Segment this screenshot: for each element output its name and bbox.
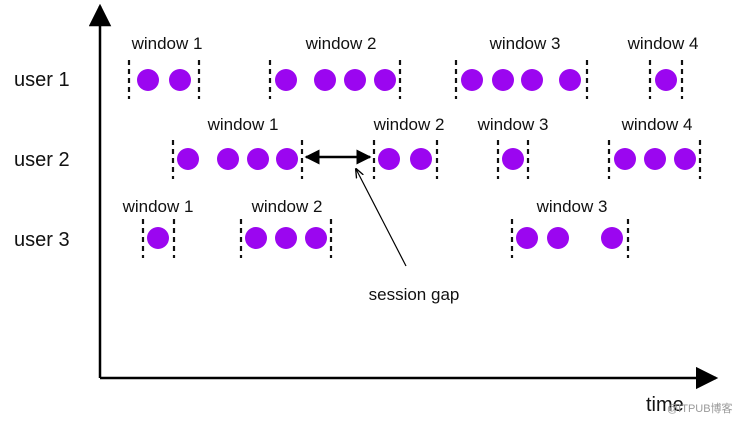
event-dot	[169, 69, 191, 91]
event-dot	[614, 148, 636, 170]
event-dot	[217, 148, 239, 170]
event-dot	[655, 69, 677, 91]
window-label-u1-w1: window 1	[131, 34, 203, 53]
window-u3-w2	[239, 219, 333, 258]
event-dot	[410, 148, 432, 170]
event-dot	[374, 69, 396, 91]
window-label-u2-w1: window 1	[207, 115, 279, 134]
window-u2-w3	[496, 140, 530, 179]
window-u1-w1	[127, 60, 201, 99]
event-dot	[314, 69, 336, 91]
event-dot	[492, 69, 514, 91]
window-label-u2-w2: window 2	[373, 115, 445, 134]
x-axis-label: time	[646, 394, 684, 416]
window-u1-w3	[454, 60, 589, 99]
window-label-u3-w1: window 1	[122, 197, 194, 216]
row-label-user-3: user 3	[14, 229, 70, 251]
event-dot	[275, 227, 297, 249]
window-u1-w4	[648, 60, 684, 99]
event-dot	[305, 227, 327, 249]
event-dot	[147, 227, 169, 249]
window-u3-w1	[141, 219, 176, 258]
window-label-u3-w2: window 2	[251, 197, 323, 216]
event-dot	[559, 69, 581, 91]
window-u2-w1	[171, 140, 304, 179]
window-u3-w3	[510, 219, 630, 258]
event-dot	[502, 148, 524, 170]
window-u2-w4	[607, 140, 702, 179]
watermark-text: @ITPUB博客	[667, 401, 733, 415]
window-label-u3-w3: window 3	[536, 197, 608, 216]
event-dot	[378, 148, 400, 170]
event-dot	[674, 148, 696, 170]
event-dot	[516, 227, 538, 249]
event-dot	[644, 148, 666, 170]
event-dot	[547, 227, 569, 249]
event-dot	[461, 69, 483, 91]
window-label-u1-w4: window 4	[627, 34, 699, 53]
event-dot	[601, 227, 623, 249]
window-u2-w2	[372, 140, 439, 179]
event-dot	[137, 69, 159, 91]
event-dot	[177, 148, 199, 170]
event-dot	[276, 148, 298, 170]
event-dot	[247, 148, 269, 170]
window-label-u2-w3: window 3	[477, 115, 549, 134]
event-dot	[521, 69, 543, 91]
session-gap-label: session gap	[369, 285, 460, 304]
window-label-u1-w3: window 3	[489, 34, 561, 53]
event-dot	[245, 227, 267, 249]
row-label-user-1: user 1	[14, 69, 70, 91]
session-gap-pointer-arrow	[356, 169, 407, 267]
row-label-user-2: user 2	[14, 149, 70, 171]
window-label-u2-w4: window 4	[621, 115, 693, 134]
event-dot	[275, 69, 297, 91]
window-label-u1-w2: window 2	[305, 34, 377, 53]
event-dot	[344, 69, 366, 91]
window-u1-w2	[268, 60, 402, 99]
